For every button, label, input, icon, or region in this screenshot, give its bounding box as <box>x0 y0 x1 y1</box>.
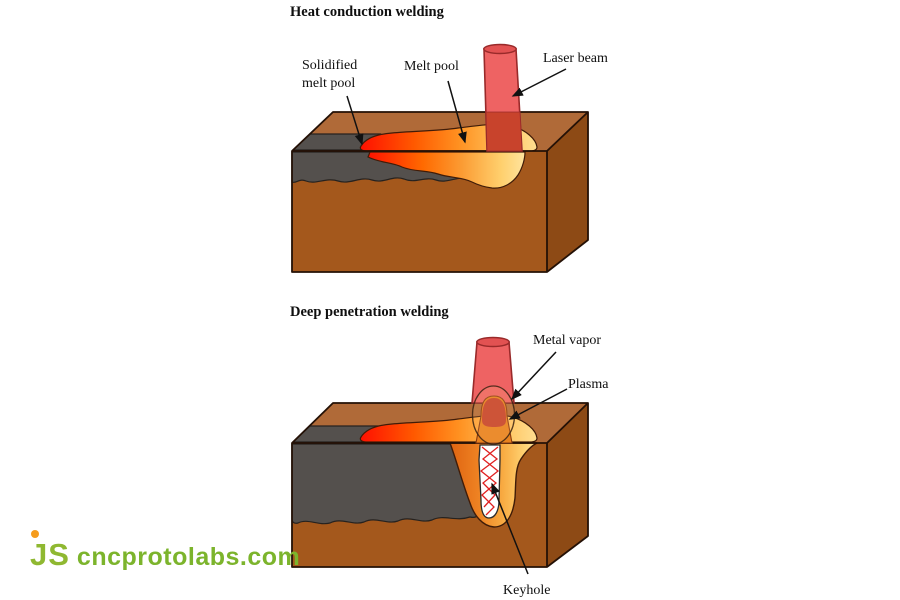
label-plasma: Plasma <box>568 377 609 392</box>
annotation-arrows-2 <box>491 351 568 575</box>
fig2-title: Deep penetration welding <box>290 304 449 320</box>
laser-beam-1 <box>483 43 523 152</box>
watermark-logo: JS cncprotolabs.com <box>30 530 301 573</box>
arrow-melt-pool <box>447 80 467 144</box>
logo-initials-text: JS <box>30 537 70 572</box>
label-laser-beam: Laser beam <box>543 51 608 66</box>
label-keyhole: Keyhole <box>503 583 551 598</box>
fig1-title: Heat conduction welding <box>290 4 444 20</box>
label-solidified-melt-pool: Solidified melt pool <box>302 58 358 91</box>
logo-site-text: cncprotolabs.com <box>76 543 301 571</box>
logo-dot-icon <box>31 530 39 538</box>
arrow-laser-beam <box>511 68 567 97</box>
arrow-keyhole <box>491 482 529 575</box>
arrow-metal-vapor <box>510 351 557 401</box>
label-metal-vapor: Metal vapor <box>533 333 602 348</box>
metal-vapor-plume <box>475 395 513 444</box>
arrow-solidified <box>346 95 364 146</box>
solidified-region-front-2 <box>291 443 480 525</box>
logo-initials: JS <box>30 530 70 573</box>
plasma-ellipse <box>471 385 516 445</box>
label-melt-pool: Melt pool <box>404 59 459 74</box>
annotation-arrows-1 <box>346 68 567 146</box>
block-outline-1 <box>291 111 589 273</box>
laser-beam-2 <box>471 336 515 404</box>
arrow-plasma <box>508 388 568 420</box>
block-outline-2 <box>291 402 589 568</box>
melt-pool-front-1 <box>367 151 526 189</box>
keyhole-zigzag <box>481 446 500 508</box>
keyhole-shape <box>478 444 501 519</box>
